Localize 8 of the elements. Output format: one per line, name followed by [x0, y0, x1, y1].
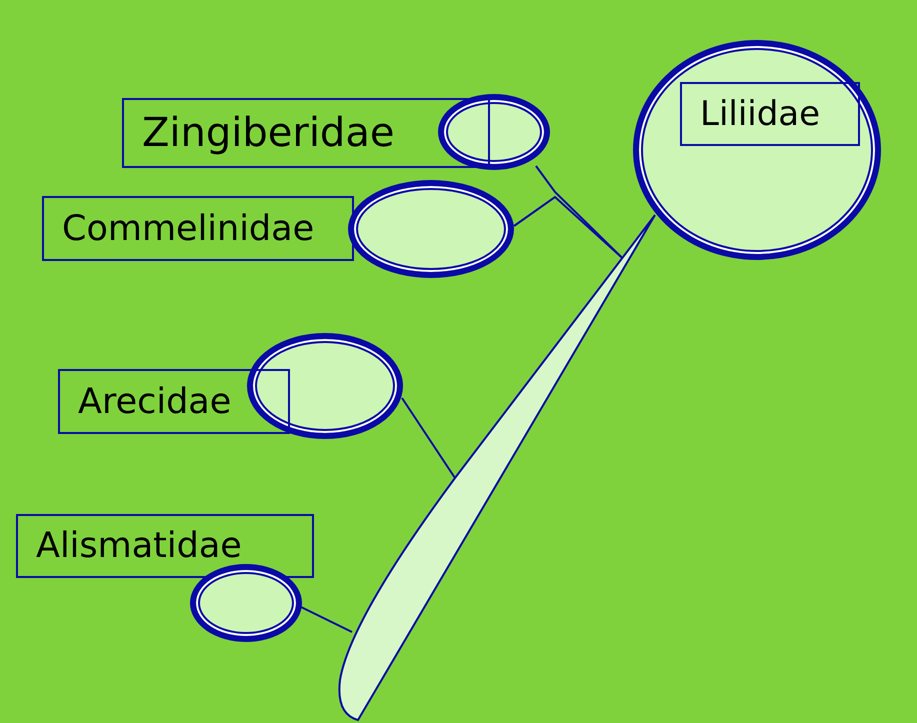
taxon-label: Commelinidae	[42, 196, 354, 261]
lineage-trunk	[338, 214, 656, 721]
taxon-label: Zingiberidae	[122, 98, 490, 168]
branch-line	[513, 196, 623, 259]
taxon-label: Liliidae	[680, 82, 860, 146]
branch-line	[401, 397, 456, 479]
branch-line	[300, 606, 352, 633]
taxon-label: Arecidae	[58, 369, 290, 434]
